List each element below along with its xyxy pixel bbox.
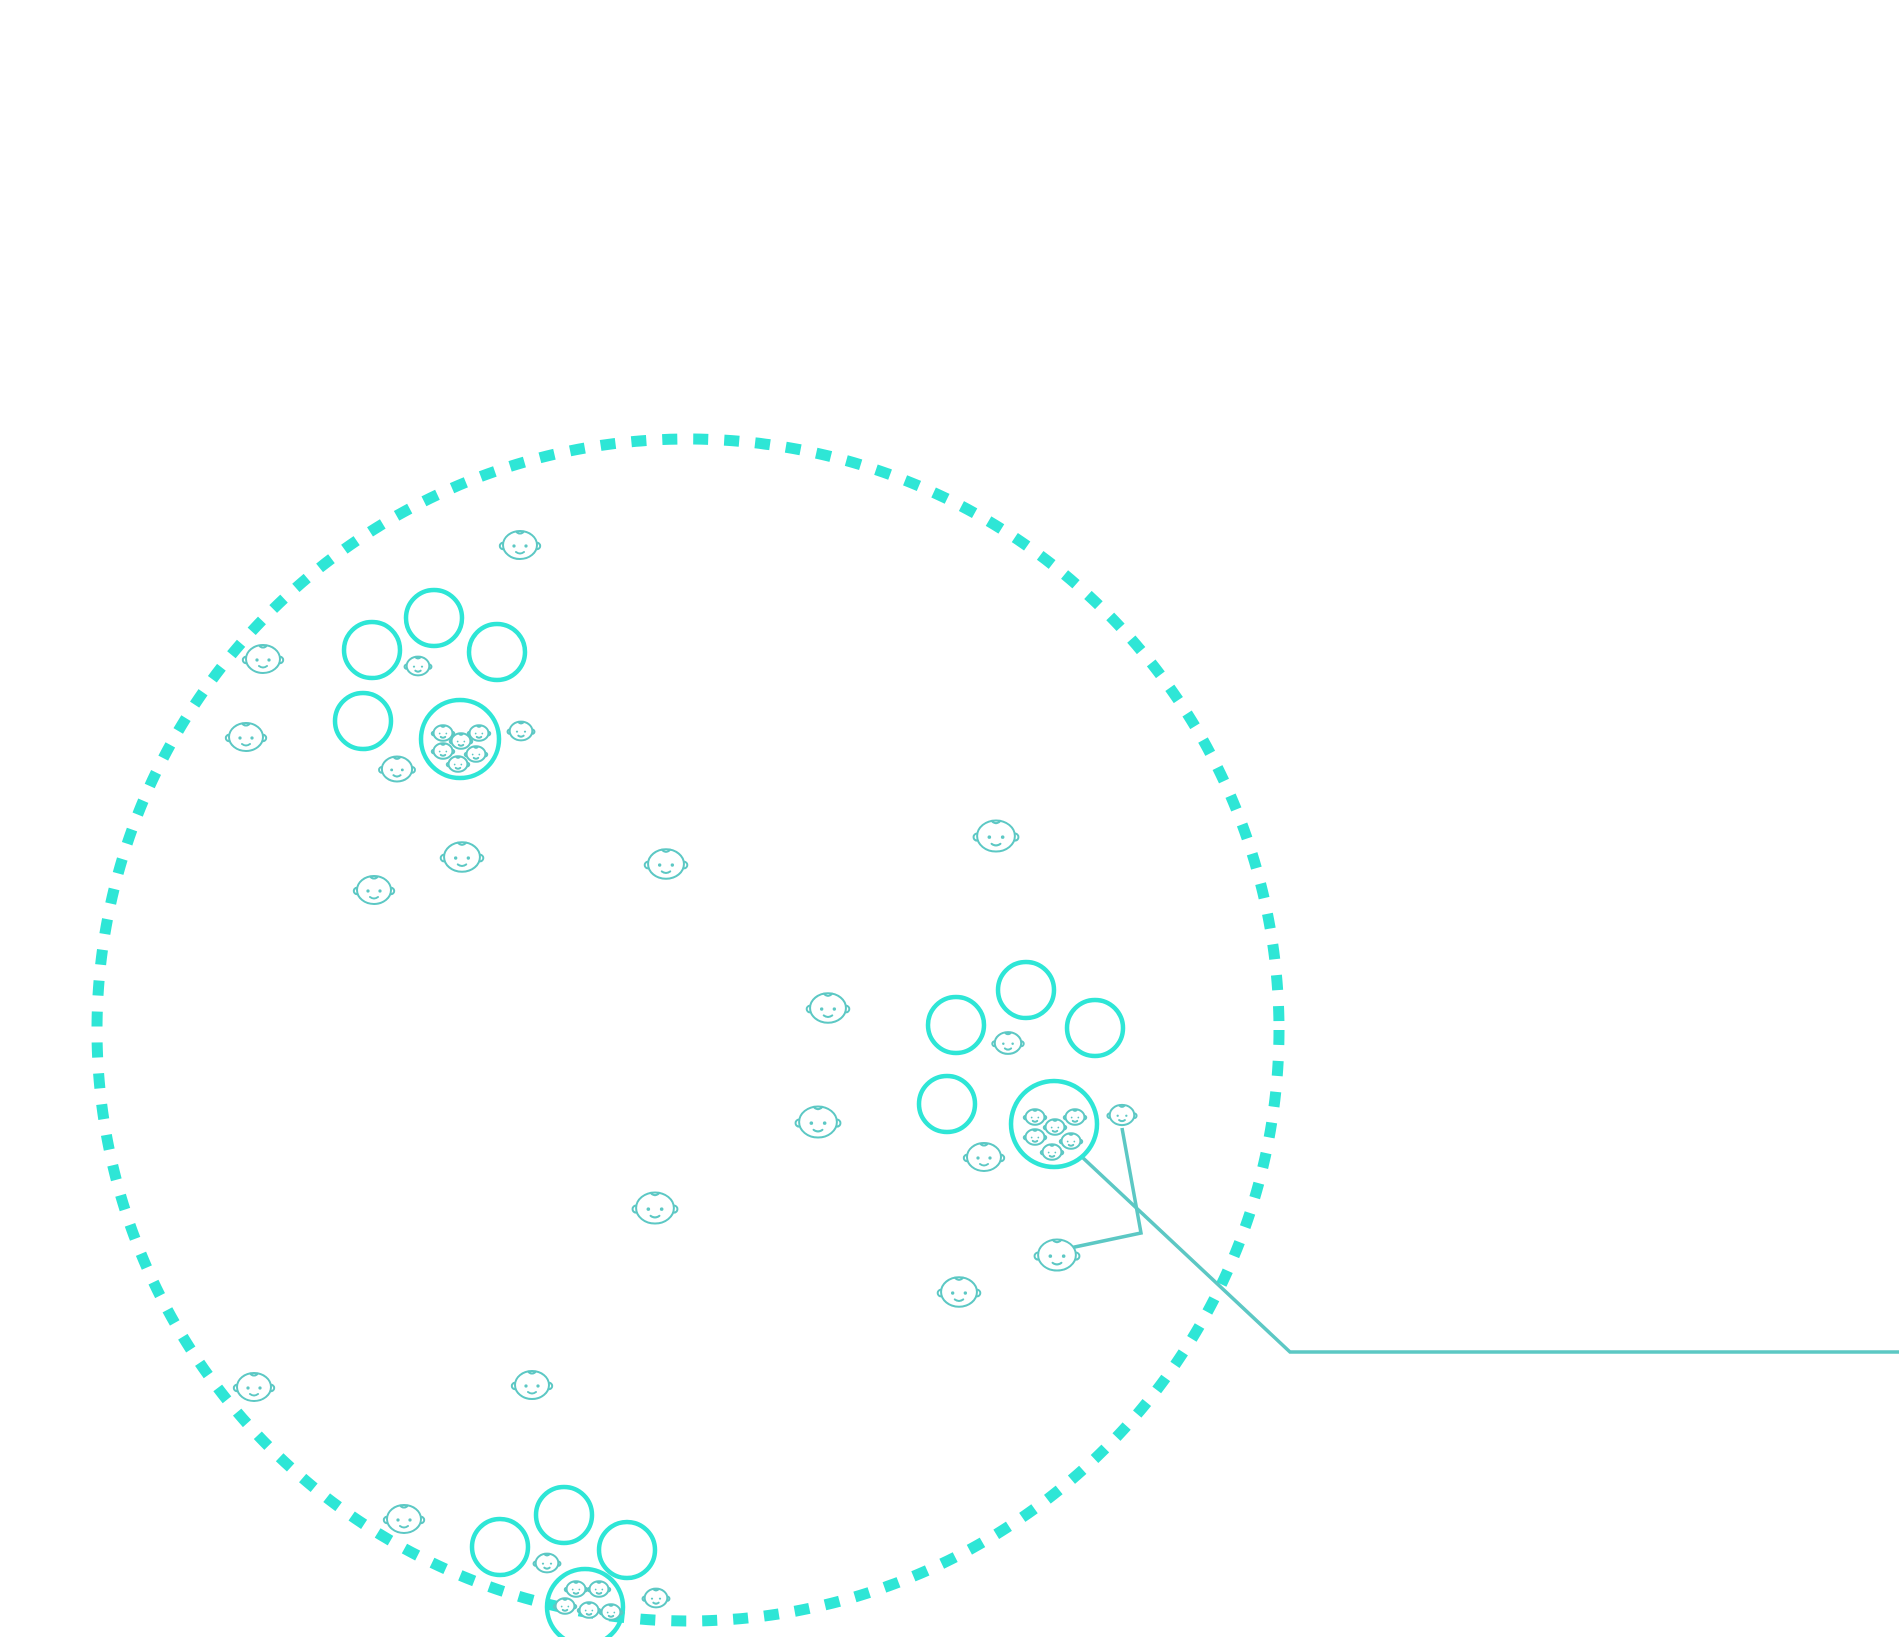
member-slot-ring [916, 1073, 978, 1135]
face-icon [1106, 1103, 1138, 1127]
face-icon [631, 1191, 679, 1225]
group-member-face-icon [586, 1580, 612, 1598]
face-icon [643, 848, 689, 880]
member-slot-ring [1064, 997, 1126, 1059]
face-icon [962, 1142, 1006, 1172]
individuals [224, 530, 1081, 1534]
group-ring [544, 1566, 626, 1637]
face-icon [241, 644, 285, 674]
face-icon [936, 1276, 982, 1308]
group-member-face-icon [552, 1597, 578, 1615]
face-icon [641, 1587, 671, 1609]
callout-line-branch [1069, 1127, 1144, 1250]
face-icon [378, 755, 416, 783]
member-slot-ring [469, 1516, 531, 1578]
callout-connectors [1069, 1127, 1899, 1354]
center-face-icon [403, 655, 433, 677]
cluster-bottom [469, 1484, 671, 1637]
face-icon [224, 722, 268, 752]
group-member-face-icon [463, 745, 489, 763]
group-member-face-icon [430, 742, 456, 760]
group-member-face-icon [430, 724, 456, 742]
group-member-face-icon [1022, 1108, 1048, 1126]
group-member-face-icon [448, 732, 474, 750]
face-icon [382, 1504, 426, 1534]
face-icon [506, 720, 536, 742]
group-member-face-icon [563, 1580, 589, 1598]
group-member-face-icon [445, 755, 471, 773]
community-boundary [91, 433, 1285, 1627]
group-ring [1008, 1078, 1100, 1170]
face-icon [232, 1372, 276, 1402]
community-boundary-circle [91, 433, 1285, 1627]
member-slot-ring [925, 994, 987, 1056]
group-member-face-icon [1022, 1128, 1048, 1146]
face-icon [972, 819, 1020, 853]
member-slot-ring [332, 690, 394, 752]
group-member-face-icon [576, 1601, 602, 1619]
cluster-right [916, 959, 1138, 1172]
face-icon [1033, 1238, 1081, 1272]
face-icon [352, 875, 396, 905]
member-slot-ring [533, 1484, 595, 1546]
member-slot-ring [596, 1519, 658, 1581]
face-icon [498, 530, 542, 560]
group-clusters [332, 587, 1138, 1637]
group-member-face-icon [1039, 1143, 1065, 1161]
callout-line-main [1080, 1155, 1899, 1354]
group-member-face-icon [1058, 1132, 1084, 1150]
face-icon [805, 992, 851, 1024]
face-icon [794, 1105, 842, 1139]
member-slot-ring [995, 959, 1057, 1021]
group-member-face-icon [598, 1603, 624, 1621]
cluster-top-left [332, 587, 536, 783]
member-slot-ring [466, 621, 528, 683]
center-face-icon [532, 1552, 562, 1574]
group-ring [418, 697, 502, 781]
member-slot-ring [403, 587, 465, 649]
center-face-icon [991, 1031, 1025, 1055]
group-member-face-icon [1042, 1118, 1068, 1136]
group-member-face-icon [466, 724, 492, 742]
group-member-face-icon [1062, 1108, 1088, 1126]
face-icon [439, 841, 485, 873]
face-icon [510, 1370, 554, 1400]
member-slot-ring [341, 619, 403, 681]
